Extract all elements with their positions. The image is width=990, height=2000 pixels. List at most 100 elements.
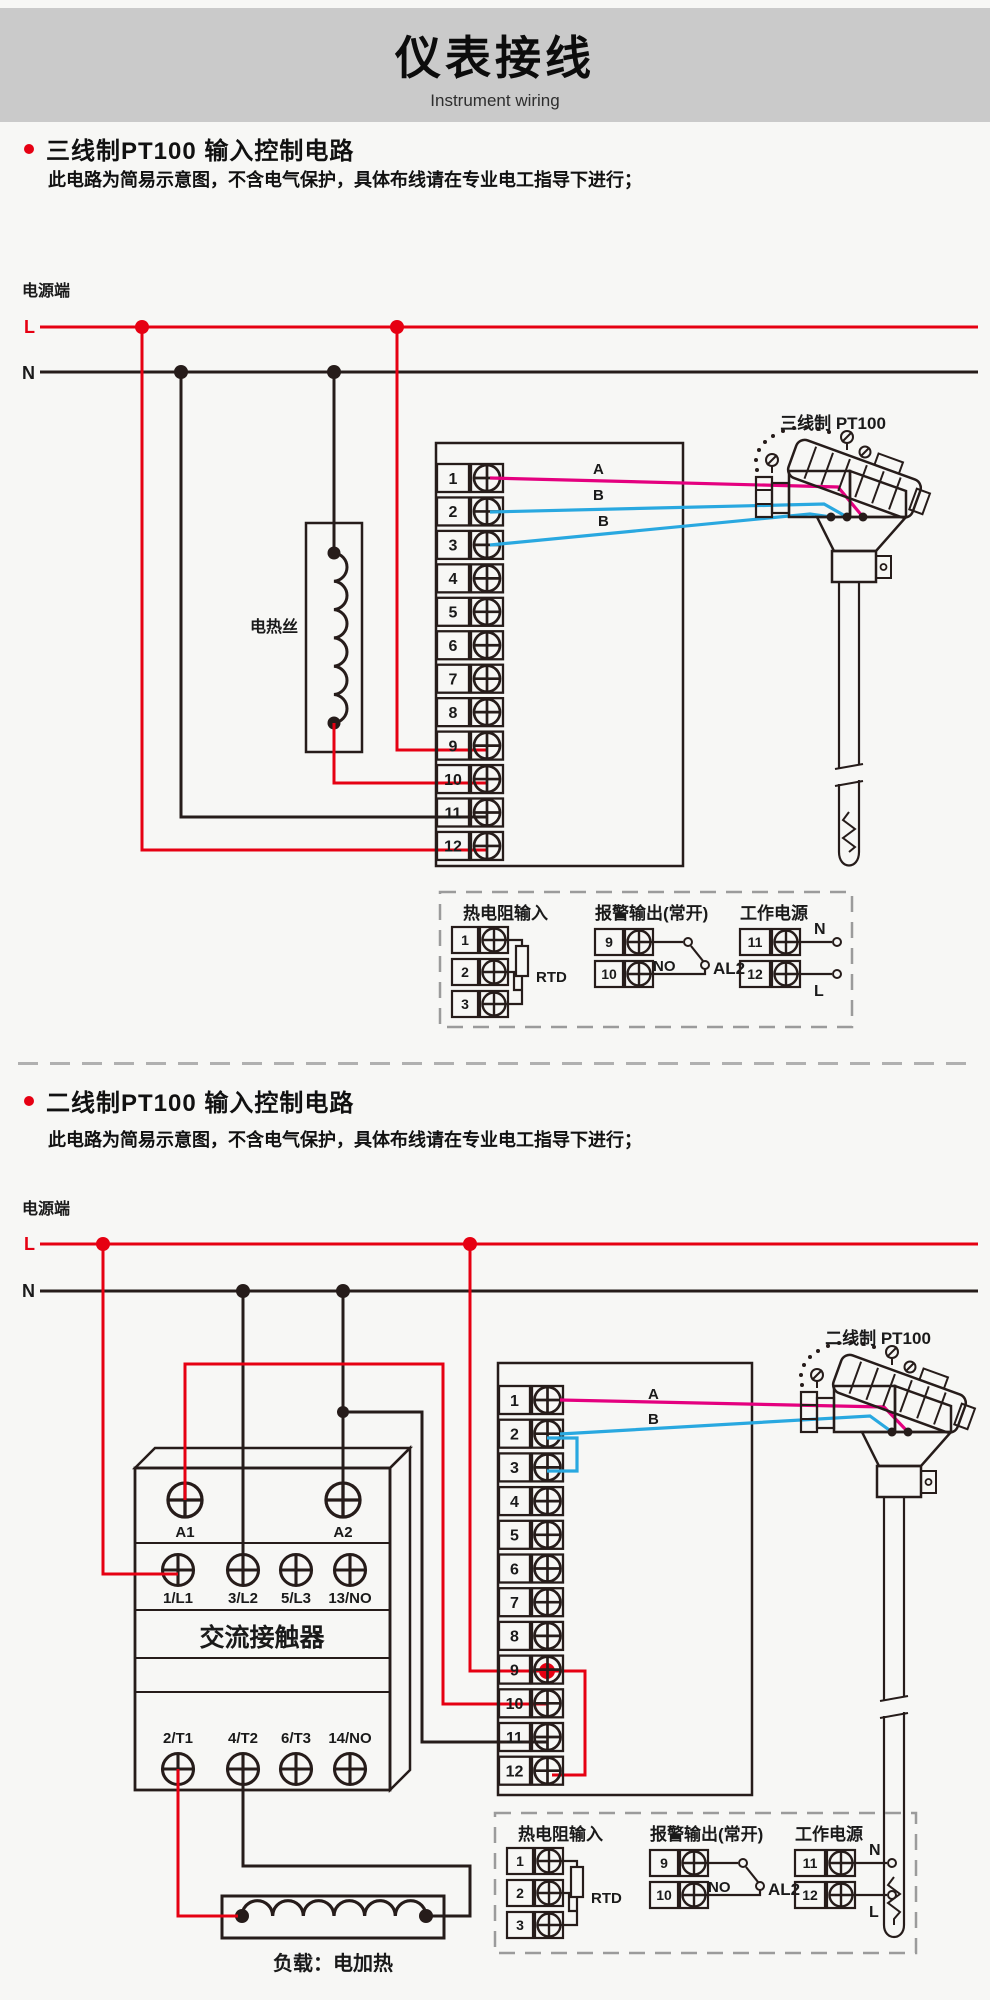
rtd-label: RTD [591,1890,622,1907]
contactor-terminal-label: 5/L3 [281,1590,311,1607]
screw-icon [828,1882,854,1908]
shape [472,764,502,794]
bullet-icon [24,1095,34,1106]
cap-rib [854,464,868,498]
hinge-dot [763,440,767,444]
screw-icon [472,630,502,660]
terminal-number-cell [793,1880,827,1910]
screw-icon [278,1751,314,1787]
clamp-screw-box [920,1470,937,1494]
terminal-number-cell [738,959,772,989]
terminal-number-cell [435,496,471,527]
terminal-number-cell [505,1878,535,1908]
cap-rib [916,1386,930,1419]
wire-b-label: B [598,513,609,530]
lead-dot [826,512,836,522]
cap-rib [837,458,851,492]
screw-icon [472,597,502,627]
terminal-number-cell [497,1587,532,1618]
lead-dot [858,512,868,522]
terminal-number: 9 [449,738,458,755]
screw-icon [481,991,507,1017]
power-l-contact [887,1890,897,1900]
load-label: 负载：电加热 [273,1951,393,1975]
contactor-terminal-label: 2/T1 [163,1730,193,1747]
terminal-row: 4 [435,563,505,594]
terminal-number-cell [505,1846,535,1876]
rtd-wire [561,1897,579,1927]
rtd-wire [561,1859,579,1867]
shape [472,664,502,694]
section1-title: 三线制PT100 输入控制电路 [46,138,355,165]
terminal-row: 12 [435,830,505,862]
screw-icon [533,1688,562,1718]
alarm-wire [651,969,707,976]
shape [481,991,507,1017]
wire-b-jumper [547,1436,579,1473]
screw-icon [472,563,502,593]
terminal-number: 12 [506,1763,524,1780]
sensor-cap [786,438,932,519]
cap-screw-icon [903,1360,917,1374]
subpanel-box [493,1811,918,1955]
terminal-number-cell [435,563,471,594]
terminal-number: 7 [510,1595,519,1612]
shape [160,1552,196,1588]
rtd-label: RTD [536,969,567,986]
cap-rib [933,1392,947,1425]
screw-icon [626,929,652,955]
cap-rib [899,1379,913,1413]
shape [472,731,502,760]
shape [828,1882,854,1908]
hex-fitting [754,475,774,519]
screw-icon [278,1552,314,1588]
pin-slash [766,454,778,466]
cap-body [786,438,923,519]
screw-icon [533,1453,562,1482]
terminal-number-cell [435,529,471,561]
terminal-number: 11 [803,1855,818,1871]
instrument-box [434,441,685,868]
wire-n-to-11 [179,372,486,819]
terminal-row: 10 [497,1688,565,1719]
terminal-number: 12 [444,839,462,856]
terminal-row: 9 [435,730,505,761]
terminal-number: 3 [461,996,469,1012]
wire-red-l-to-1L1 [101,1244,178,1576]
shape [533,1688,562,1718]
sensor-label: 二线制 PT100 [825,1328,931,1348]
contactor-terminal-label: 13/NO [328,1590,372,1607]
terminal-number-cell [435,462,471,494]
shape [332,1552,368,1588]
cap-rib [848,1361,863,1395]
terminal-number: 6 [449,638,458,655]
cap-screw-slash [905,1362,915,1372]
subpanel-box [438,890,854,1029]
page-subtitle: Instrument wiring [430,91,560,110]
terminal-number: 6 [510,1561,519,1578]
lead-dot [903,1427,913,1437]
hinge-dot [861,1342,865,1346]
power-l-contact [832,969,842,979]
shape [626,929,652,955]
contactor-box [133,1466,392,1792]
wire-a [559,1398,910,1434]
screw-icon [533,1587,562,1617]
screw-icon [533,1621,562,1651]
rtd-wire [506,970,522,992]
shape [278,1552,314,1588]
cap-rib [803,446,818,480]
terminal-number: 9 [510,1662,519,1679]
screw-icon [472,764,502,794]
terminal-number: 3 [510,1460,519,1477]
terminal-number: 5 [510,1528,519,1545]
hinge-dot [754,458,758,462]
terminal-number-cell [435,663,471,694]
sensor-label: 三线制 PT100 [780,413,886,433]
alarm-switch [690,945,704,962]
pin-slash [841,431,853,443]
alarm-wire [706,1890,762,1897]
screw-icon [481,959,507,985]
wire-2T1-to-load [176,1769,238,1918]
